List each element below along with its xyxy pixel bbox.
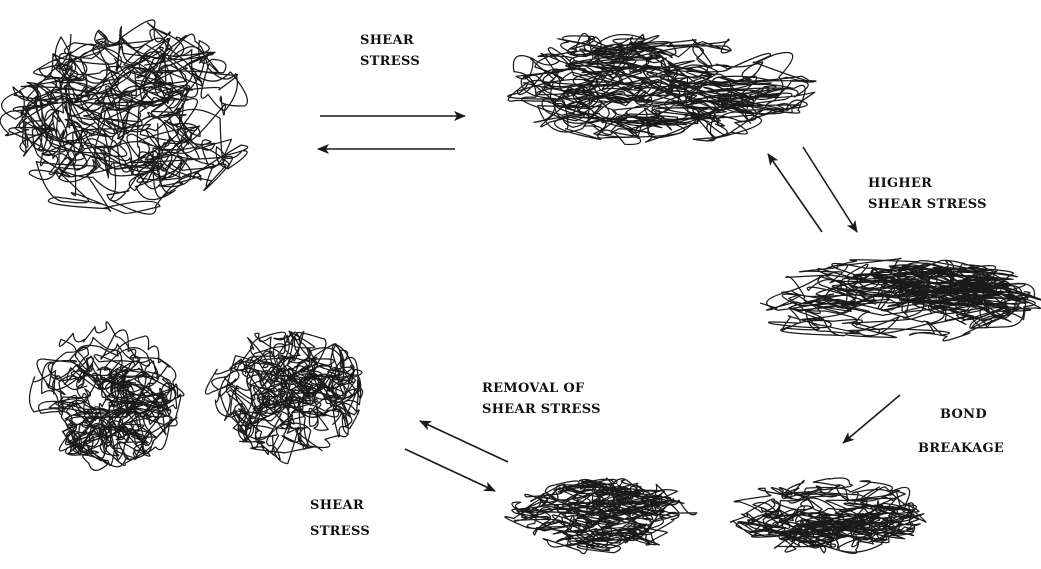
label-shear-stress-top: SHEAR STRESS (360, 30, 420, 72)
coil-stretched (508, 34, 816, 145)
label-higher-shear-stress: HIGHER SHEAR STRESS (868, 173, 987, 215)
coil-fragment-bottom-left (505, 478, 697, 554)
arrow-higher-shear-forward (803, 147, 857, 232)
arrow-shear-fragments (405, 449, 495, 491)
arrow-removal-of-shear (420, 421, 508, 462)
label-shear-stress-bottom: SHEAR STRESS (310, 493, 370, 545)
arrow-higher-shear-reverse (768, 154, 822, 232)
coil-fragment-bottom-right (730, 478, 926, 553)
coil-highly-stretched (761, 258, 1041, 340)
label-bond-breakage: BOND BREAKAGE (918, 398, 1004, 466)
arrow-bond-breakage (843, 395, 900, 443)
coil-fragment-relaxed-right (206, 331, 363, 463)
label-removal-of-shear-stress: REMOVAL OF SHEAR STRESS (482, 378, 601, 420)
coil-relaxed (0, 20, 248, 214)
coil-fragment-relaxed-left (30, 322, 184, 471)
